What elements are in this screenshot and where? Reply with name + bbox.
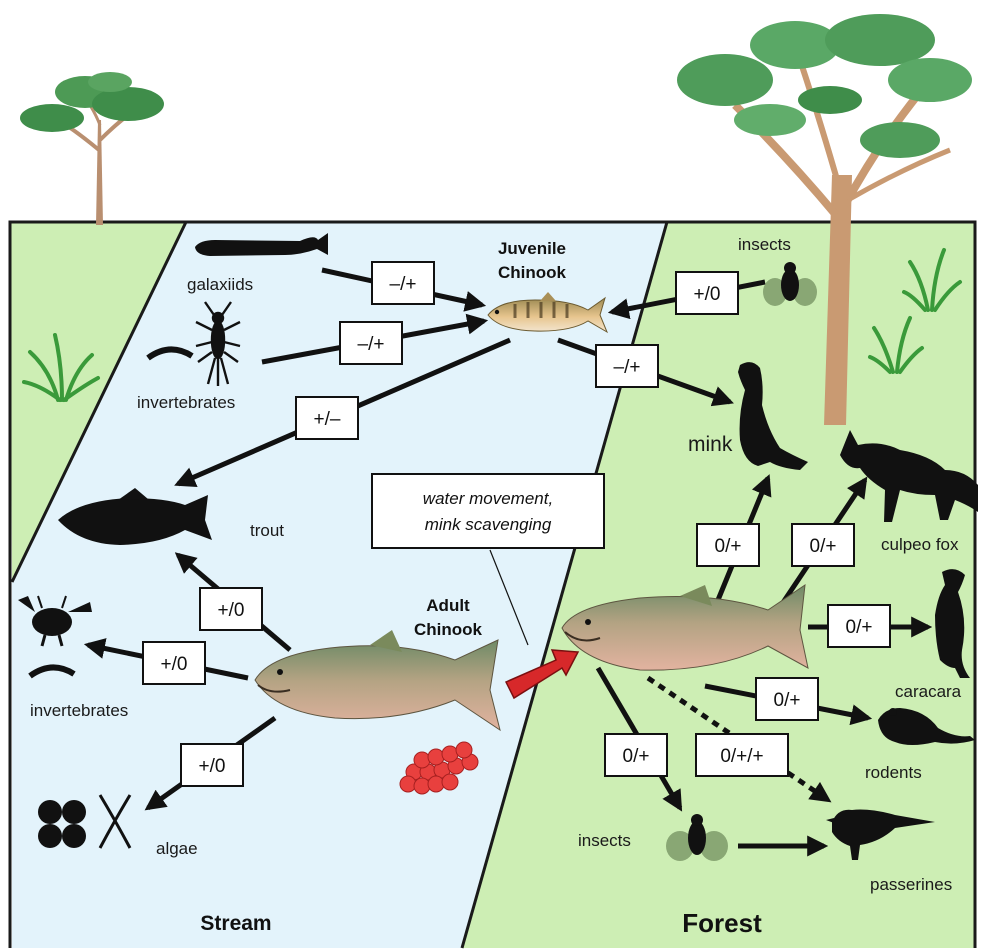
- label-adult-trout: +/0: [218, 600, 245, 621]
- insects-bottom-label: insects: [578, 831, 631, 850]
- label-galaxiids-juvenile: –/+: [390, 274, 417, 295]
- insects-top-label: insects: [738, 235, 791, 254]
- label-juvenile-trout: +/–: [314, 409, 341, 430]
- label-salmon-rodents: 0/+: [774, 690, 801, 711]
- label-invertebrates-juvenile: –/+: [358, 334, 385, 355]
- invertebrates-top-label: invertebrates: [137, 393, 235, 412]
- note-line-1: water movement,: [423, 489, 553, 508]
- juvenile-chinook-title-1: Juvenile: [498, 239, 566, 258]
- galaxiids-label: galaxiids: [187, 275, 253, 294]
- note-box: [372, 474, 604, 548]
- label-salmon-mink: 0/+: [715, 536, 742, 557]
- region-label-forest: Forest: [682, 908, 762, 938]
- label-insects-juvenile: +/0: [694, 284, 721, 305]
- algae-label: algae: [156, 839, 198, 858]
- juvenile-chinook-title-2: Chinook: [498, 263, 567, 282]
- passerines-label: passerines: [870, 875, 952, 894]
- label-adult-invertebrates: +/0: [161, 654, 188, 675]
- adult-chinook-title-2: Chinook: [414, 620, 483, 639]
- label-salmon-caracara: 0/+: [846, 617, 873, 638]
- label-salmon-fox: 0/+: [810, 536, 837, 557]
- label-juvenile-mink: –/+: [614, 357, 641, 378]
- caracara-label: caracara: [895, 682, 962, 701]
- label-salmon-insects: 0/+: [623, 746, 650, 767]
- label-salmon-passerines: 0/+/+: [720, 746, 763, 767]
- culpeo-fox-label: culpeo fox: [881, 535, 959, 554]
- mink-label: mink: [688, 433, 733, 456]
- note-line-2: mink scavenging: [425, 515, 552, 534]
- rodents-label: rodents: [865, 763, 922, 782]
- invertebrates-bottom-label: invertebrates: [30, 701, 128, 720]
- trout-label: trout: [250, 521, 284, 540]
- region-label-stream: Stream: [200, 912, 271, 935]
- label-adult-algae: +/0: [199, 756, 226, 777]
- adult-chinook-title-1: Adult: [426, 596, 470, 615]
